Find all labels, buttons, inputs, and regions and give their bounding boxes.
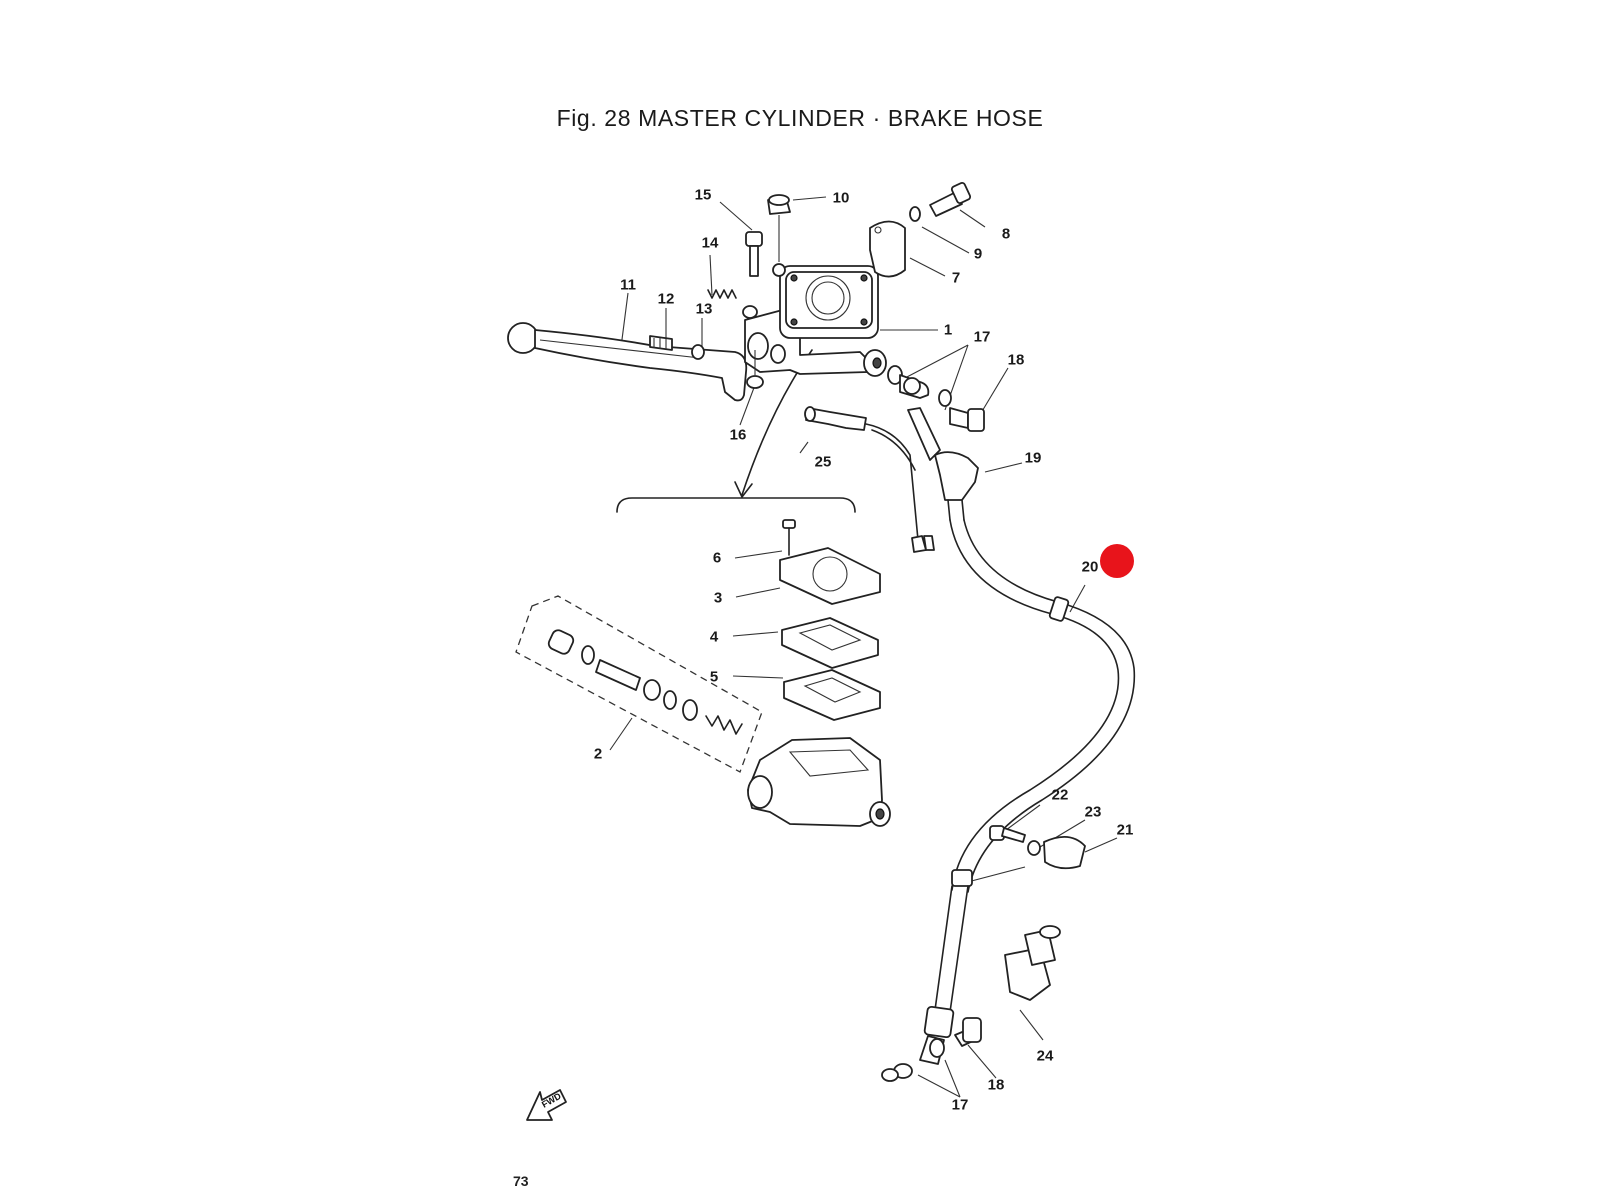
callout-4: 4 [709,628,719,646]
callout-18-upper: 18 [1007,351,1025,369]
callout-14: 14 [701,234,719,252]
callout-23: 23 [1084,803,1102,821]
callout-1: 1 [943,321,953,339]
callout-18-lower: 18 [987,1076,1005,1094]
callout-16: 16 [729,426,747,444]
callout-15: 15 [694,186,712,204]
callout-7: 7 [951,269,961,287]
master-cylinder-breakdown [515,519,891,827]
callout-12: 12 [657,290,675,308]
callout-22: 22 [1051,786,1069,804]
callout-8: 8 [1001,225,1011,243]
upper-hose-fittings [804,365,1136,1082]
callout-2: 2 [593,745,603,763]
callout-5: 5 [709,668,719,686]
callout-24: 24 [1036,1047,1054,1065]
callout-11: 11 [620,276,636,294]
callout-3: 3 [713,589,723,607]
callout-17-upper: 17 [973,328,991,346]
page-number: 73 [513,1173,529,1189]
callout-9: 9 [973,245,983,263]
fwd-arrow: FWD [526,1089,567,1121]
callout-21: 21 [1116,821,1134,839]
callout-17-lower: 17 [951,1096,969,1114]
callout-25: 25 [814,453,832,471]
callout-19: 19 [1024,449,1042,467]
red-highlight-marker [1100,544,1134,578]
figure-title: Fig. 28 MASTER CYLINDER · BRAKE HOSE [556,105,1044,131]
callout-13: 13 [695,300,713,318]
brake-lever [507,322,748,402]
upper-small-parts [707,181,972,389]
callout-20: 20 [1081,558,1099,576]
callout-10: 10 [832,189,850,207]
callout-6: 6 [712,549,722,567]
master-cylinder [744,265,887,377]
